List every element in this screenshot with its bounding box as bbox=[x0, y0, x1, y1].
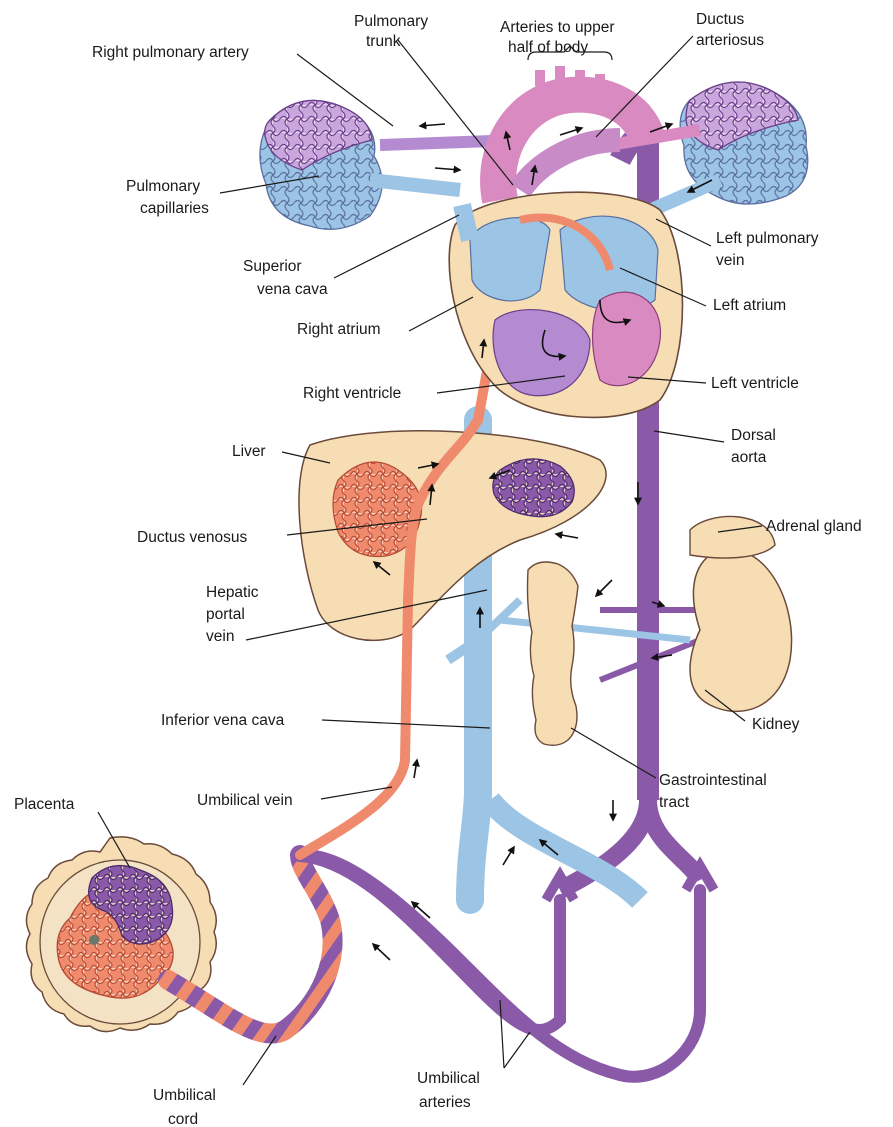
right-pulmonary-vein bbox=[370, 180, 460, 190]
label-left-atrium: Left atrium bbox=[713, 297, 786, 314]
label-inferior-vena-cava: Inferior vena cava bbox=[161, 712, 285, 729]
label-right-pulmonary-artery: Right pulmonary artery bbox=[92, 44, 249, 61]
aortic-arch bbox=[498, 66, 648, 200]
superior-vena-cava bbox=[462, 205, 470, 240]
label-adrenal-gland: Adrenal gland bbox=[766, 518, 862, 535]
label-right-ventricle: Right ventricle bbox=[303, 385, 401, 402]
kidney bbox=[690, 516, 792, 711]
label-kidney: Kidney bbox=[752, 716, 800, 733]
label-left-ventricle: Left ventricle bbox=[711, 375, 799, 392]
gastrointestinal-tract bbox=[528, 562, 579, 745]
right-pulmonary-capillaries bbox=[260, 100, 382, 229]
umbilical-arteries bbox=[300, 856, 714, 1077]
label-umbilical-vein: Umbilical vein bbox=[197, 792, 293, 809]
label-placenta: Placenta bbox=[14, 796, 75, 813]
label-right-atrium: Right atrium bbox=[297, 321, 381, 338]
label-ductus-venosus: Ductus venosus bbox=[137, 529, 248, 546]
label-liver: Liver bbox=[232, 443, 266, 460]
